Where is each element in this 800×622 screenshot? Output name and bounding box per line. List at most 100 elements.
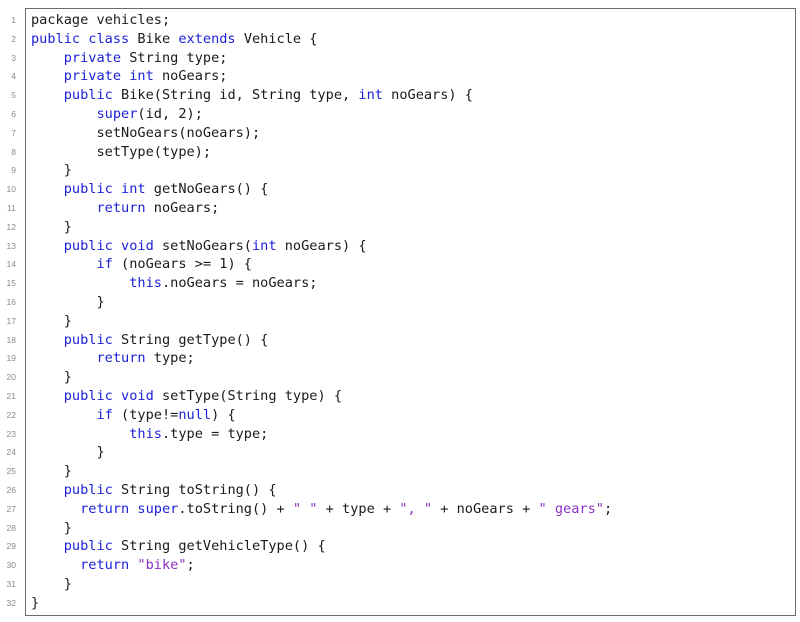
code-token xyxy=(31,501,80,517)
code-text: public String getVehicleType() { xyxy=(31,537,326,556)
code-text: public String getType() { xyxy=(31,331,269,350)
line-number: 21 xyxy=(6,391,16,401)
code-text: return noGears; xyxy=(31,199,219,218)
code-token: getNoGears() { xyxy=(153,181,269,198)
keyword-token: super xyxy=(96,106,138,122)
line-number: 7 xyxy=(11,127,16,138)
line-number: 2 xyxy=(11,33,16,44)
code-token: ; xyxy=(186,557,195,574)
code-token: (noGears >= 1) { xyxy=(121,256,252,273)
code-token xyxy=(31,50,64,66)
code-line: 26 public String toString() { xyxy=(0,481,800,500)
code-token xyxy=(31,538,64,554)
keyword-token: this xyxy=(129,425,162,442)
code-text: private int noGears; xyxy=(31,67,228,86)
line-number: 20 xyxy=(6,372,16,383)
code-token: } xyxy=(31,519,72,536)
keyword-token: return super xyxy=(80,500,179,517)
code-text: package vehicles; xyxy=(31,11,170,30)
code-token: } xyxy=(31,369,72,386)
code-token: + noGears + xyxy=(432,500,539,517)
code-line: 6 super(id, 2); xyxy=(0,105,800,124)
line-number: 23 xyxy=(6,428,16,439)
code-text: } xyxy=(31,293,105,312)
string-token: " " xyxy=(292,500,318,517)
code-token: .noGears = noGears; xyxy=(161,275,318,292)
line-number: 6 xyxy=(11,109,16,119)
code-line: 9 } xyxy=(0,161,800,180)
code-token: ) { xyxy=(211,406,236,423)
keyword-token: public void xyxy=(63,237,162,254)
line-number: 10 xyxy=(6,184,16,195)
line-number: 18 xyxy=(6,334,16,345)
code-token xyxy=(31,87,64,103)
string-token: "bike" xyxy=(137,557,187,574)
code-token xyxy=(31,200,96,216)
code-text: } xyxy=(31,161,72,180)
code-token: } xyxy=(31,162,72,179)
code-token: package vehicles; xyxy=(31,12,171,28)
code-token: String getType() { xyxy=(121,331,269,348)
code-token: ; xyxy=(603,500,613,517)
line-number: 17 xyxy=(6,315,16,326)
keyword-token: public class xyxy=(31,30,138,47)
code-token: noGears) { xyxy=(284,237,367,254)
line-number: 28 xyxy=(6,522,16,533)
code-text: public void setType(String type) { xyxy=(31,387,342,406)
line-number: 27 xyxy=(6,503,16,514)
code-token: } xyxy=(31,312,72,329)
line-number: 22 xyxy=(6,409,16,420)
keyword-token: return xyxy=(96,200,154,216)
code-token: } xyxy=(31,463,72,480)
keyword-token: private int xyxy=(63,68,162,85)
code-token: noGears) { xyxy=(391,87,473,104)
code-line: 17 } xyxy=(0,312,800,331)
code-token: setNoGears( xyxy=(161,237,252,254)
code-token: } xyxy=(31,294,105,310)
code-line: 22 if (type!=null) { xyxy=(0,406,800,425)
code-token xyxy=(31,68,64,84)
code-line: 13 public void setNoGears(int noGears) { xyxy=(0,237,800,256)
code-line: 16 } xyxy=(0,293,800,312)
code-token: .toString() + xyxy=(178,500,293,517)
keyword-token: return xyxy=(96,350,154,367)
line-number: 29 xyxy=(6,541,16,552)
code-token: noGears; xyxy=(153,200,220,216)
line-number: 11 xyxy=(7,203,16,213)
code-token: } xyxy=(31,594,40,611)
line-number: 14 xyxy=(6,259,16,270)
code-text: public Bike(String id, String type, int … xyxy=(31,86,473,105)
code-text: return "bike"; xyxy=(31,556,195,575)
code-line: 4 private int noGears; xyxy=(0,67,800,86)
code-text: public int getNoGears() { xyxy=(31,180,269,199)
code-token: Bike(String id, String type, xyxy=(121,87,359,104)
code-text: setNoGears(noGears); xyxy=(31,124,260,143)
code-line: 21 public void setType(String type) { xyxy=(0,387,800,406)
keyword-token: return xyxy=(80,557,138,574)
code-text: } xyxy=(31,312,72,331)
code-text: } xyxy=(31,462,72,481)
code-line: 28 } xyxy=(0,519,800,538)
keyword-token: public xyxy=(63,87,122,104)
line-number: 26 xyxy=(6,485,16,495)
code-token xyxy=(31,350,96,366)
line-number: 3 xyxy=(11,52,16,63)
code-line: 8 setType(type); xyxy=(0,143,800,162)
keyword-token: public xyxy=(63,482,122,498)
code-token: setNoGears(noGears); xyxy=(31,124,261,141)
keyword-token: private xyxy=(63,49,130,66)
code-token xyxy=(31,106,96,122)
line-number: 24 xyxy=(6,447,16,458)
keyword-token: public xyxy=(63,331,122,348)
code-token: type; xyxy=(153,350,195,367)
code-line: 25 } xyxy=(0,462,800,481)
code-token xyxy=(31,332,64,348)
code-token xyxy=(31,181,64,197)
code-token: noGears; xyxy=(161,68,228,85)
code-line: 30 return "bike"; xyxy=(0,556,800,575)
code-token: } xyxy=(31,444,105,461)
code-token: setType(String type) { xyxy=(161,388,343,404)
keyword-token: int xyxy=(252,237,285,254)
string-token: ", " xyxy=(399,500,433,517)
